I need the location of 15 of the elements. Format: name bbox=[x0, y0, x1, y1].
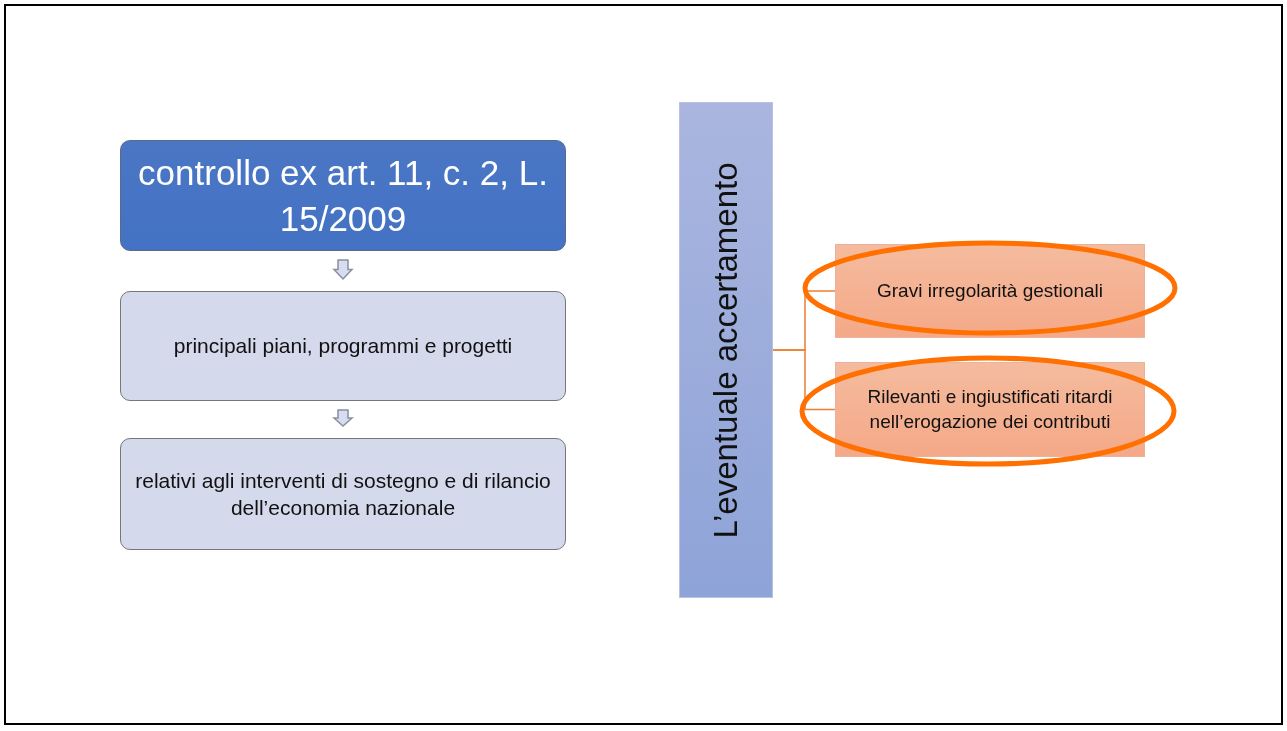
box-text: L’eventuale accertamento bbox=[705, 161, 745, 539]
heading-text: controllo ex art. 11, c. 2, L. 15/2009 bbox=[137, 152, 549, 240]
box-text: principali piani, programmi e progetti bbox=[173, 333, 513, 360]
box-text: relativi agli interventi di sostegno e di rilancio dell’economia nazionale bbox=[135, 467, 551, 521]
box-text: Rilevanti e ingiustificati ritardi nell’erogazione dei contributi bbox=[866, 384, 1114, 434]
block-arrow bbox=[332, 259, 354, 281]
title-box bbox=[120, 140, 566, 251]
outcome-box bbox=[835, 244, 1145, 338]
box-text: Gravi irregolarità gestionali bbox=[877, 278, 1103, 303]
vertical-bar bbox=[679, 102, 773, 598]
block-arrow bbox=[332, 409, 354, 427]
process-box bbox=[120, 291, 566, 401]
connector-line bbox=[772, 349, 836, 411]
process-box bbox=[120, 438, 566, 550]
outcome-box bbox=[835, 362, 1145, 457]
